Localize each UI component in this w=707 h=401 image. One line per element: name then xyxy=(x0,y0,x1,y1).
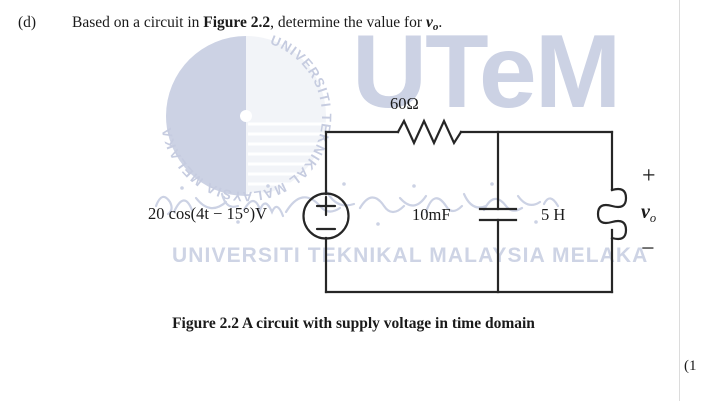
question-variable-subscript: o xyxy=(432,21,439,33)
question-text: Based on a circuit in Figure 2.2, determ… xyxy=(72,14,442,33)
resistor-value-label: 60Ω xyxy=(390,94,419,113)
question-text-after: , determine the value for xyxy=(270,14,426,31)
output-voltage-subscript: o xyxy=(649,211,657,225)
inductor-value-label: 5 H xyxy=(541,205,566,224)
marks-indicator: (1 xyxy=(684,358,697,374)
output-voltage-label: vo xyxy=(641,201,656,226)
question-variable: v xyxy=(425,14,433,31)
inductor-symbol xyxy=(596,187,628,241)
capacitor-value-label: 10mF xyxy=(412,205,451,224)
output-voltage-symbol: v xyxy=(641,201,650,223)
source-terminal-signs xyxy=(315,195,337,231)
figure-reference: Figure 2.2 xyxy=(203,14,271,31)
question-text-before: Based on a circuit in xyxy=(72,14,204,31)
resistor-symbol xyxy=(396,118,463,146)
question-number: (d) xyxy=(18,14,37,31)
output-polarity-negative: − xyxy=(641,236,655,262)
figure-caption: Figure 2.2 A circuit with supply voltage… xyxy=(172,315,535,332)
page-margin-rule xyxy=(679,0,680,401)
question-text-end: . xyxy=(438,14,443,31)
output-polarity-positive: + xyxy=(642,163,656,189)
source-value-label: 20 cos(4t − 15°)V xyxy=(148,204,268,223)
